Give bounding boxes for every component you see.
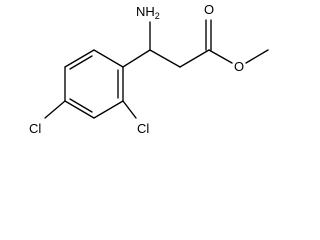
ring-bond-c3-c4	[64, 100, 95, 119]
ring-bond-c2-c3	[93, 100, 124, 119]
carbonyl-oxygen-label: O	[204, 2, 214, 17]
amine-subscript-text: 2	[155, 11, 160, 21]
bond-ring-to-chiral-carbon	[122, 49, 151, 68]
bond-chiral-carbon-to-ch2	[149, 49, 181, 68]
bond-ring-to-ortho-chlorine	[122, 100, 137, 119]
bond-ring-to-para-chlorine	[44, 100, 66, 119]
bond-carbonyl-to-ester-oxygen	[208, 49, 233, 64]
amine-label: NH2	[136, 4, 160, 21]
molecule-svg: NH2 O O Cl Cl	[29, 2, 269, 136]
ester-oxygen-label: O	[234, 59, 244, 74]
ring-double-bond-inner-3	[69, 55, 93, 70]
bond-ch2-to-carbonyl-carbon	[179, 49, 210, 68]
ortho-chlorine-label: Cl	[137, 121, 149, 136]
para-chlorine-label: Cl	[29, 121, 41, 136]
atom-labels: NH2 O O Cl Cl	[29, 2, 244, 136]
halogen-bonds	[44, 100, 137, 119]
ring-double-bond-inner-2	[69, 98, 93, 113]
ring-bond-c6-c1	[93, 49, 124, 68]
amine-main-text: NH	[136, 4, 155, 19]
benzene-ring	[64, 49, 124, 119]
bond-ester-oxygen-to-methyl	[245, 49, 269, 64]
structure-diagram: NH2 O O Cl Cl	[29, 2, 269, 136]
side-chain	[122, 19, 269, 68]
ring-bond-c5-c6	[64, 49, 95, 68]
